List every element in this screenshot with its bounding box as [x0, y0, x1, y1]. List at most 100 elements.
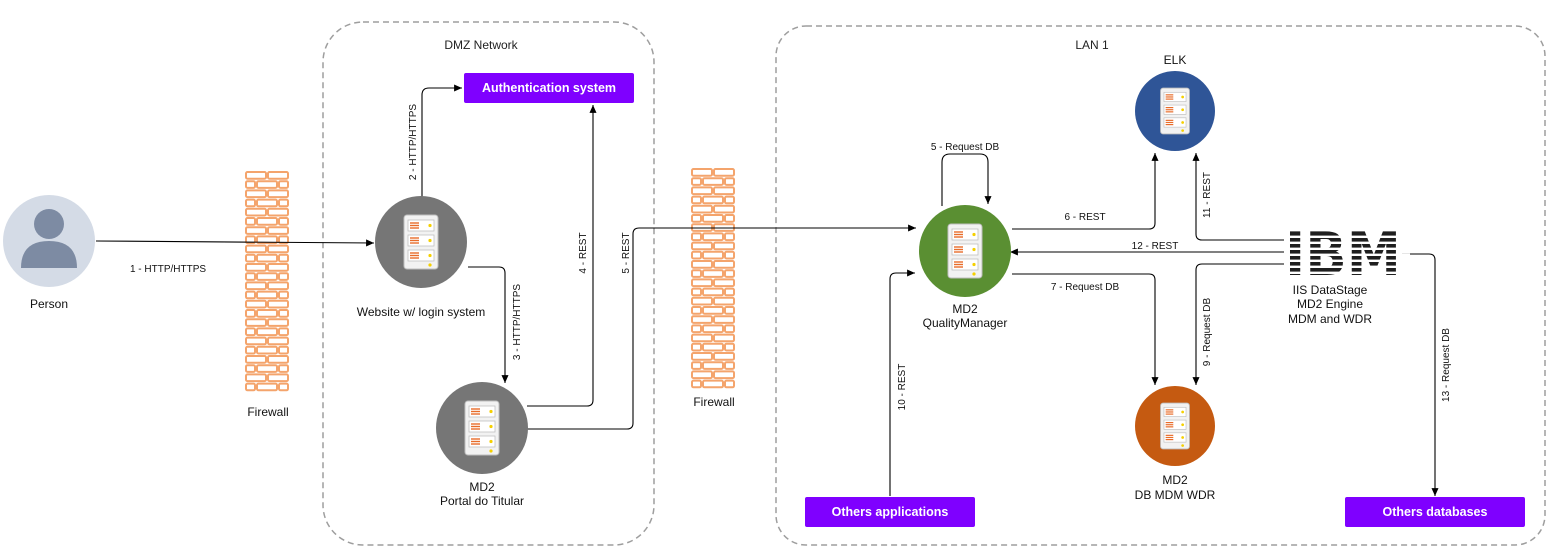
others-databases-box[interactable]: Others databases [1345, 497, 1525, 527]
firewall-brick [245, 309, 256, 318]
ibm-label-line1: IIS DataStage [1293, 283, 1368, 297]
edge-10-label: 10 - REST [897, 364, 908, 411]
firewall-brick [724, 379, 735, 389]
auth-system-box[interactable]: Authentication system [464, 73, 634, 103]
firewall-right-label: Firewall [693, 395, 734, 409]
firewall-brick [245, 345, 256, 355]
person-node[interactable] [3, 195, 95, 287]
firewall-brick [691, 241, 713, 251]
portal-node[interactable] [436, 382, 528, 474]
edge-3 [468, 266, 509, 383]
ibm-logo-stripe [1280, 241, 1410, 244]
website-node[interactable] [375, 196, 467, 288]
firewall-brick [702, 287, 724, 297]
portal-label-line1: MD2 [469, 480, 495, 494]
firewall-brick [245, 235, 256, 245]
firewall-brick [245, 253, 256, 263]
firewall-left-label: Firewall [247, 405, 288, 419]
firewall-brick [724, 195, 735, 205]
firewall-brick [278, 290, 289, 300]
qualitymanager-node[interactable] [919, 205, 1011, 297]
firewall-brick [267, 171, 289, 180]
firewall-brick [278, 327, 289, 337]
lan-zone-label: LAN 1 [1075, 38, 1109, 52]
firewall-left-icon [245, 171, 289, 392]
firewall-brick [267, 299, 289, 309]
elk-node[interactable] [1135, 71, 1215, 151]
firewall-right-icon [691, 168, 735, 389]
edge-4-label: 4 - REST [578, 232, 589, 273]
firewall-brick [267, 281, 289, 291]
others-applications-box[interactable]: Others applications [805, 497, 975, 527]
firewall-brick [724, 177, 735, 186]
firewall-brick [691, 361, 702, 370]
firewall-brick [702, 250, 724, 260]
firewall-brick [713, 315, 735, 324]
edge-3-label: 3 - HTTP/HTTPS [512, 284, 523, 360]
firewall-brick [278, 198, 289, 208]
edge-11 [1192, 153, 1284, 241]
ibm-logo-stripe [1280, 271, 1410, 274]
firewall-brick [691, 250, 702, 260]
edge-5b [941, 153, 992, 206]
firewall-brick [278, 253, 289, 263]
db-node[interactable] [1135, 386, 1215, 466]
firewall-brick [691, 333, 713, 343]
ibm-logo-stripe [1280, 259, 1410, 262]
firewall-brick [278, 364, 289, 373]
firewall-brick [256, 309, 278, 318]
firewall-brick [702, 324, 724, 334]
firewall-brick [267, 207, 289, 217]
firewall-brick [691, 195, 702, 205]
db-server-icon [1159, 402, 1191, 450]
ibm-node[interactable]: IBM [1280, 220, 1410, 290]
ibm-logo-stripe [1280, 277, 1410, 280]
edge-6-label: 6 - REST [1064, 212, 1105, 223]
firewall-brick [713, 168, 735, 177]
firewall-brick [691, 379, 702, 389]
firewall-brick [691, 177, 702, 186]
edge-2-label: 2 - HTTP/HTTPS [408, 104, 419, 180]
firewall-brick [245, 318, 267, 327]
edge-10 [889, 269, 915, 496]
firewall-brick [245, 355, 267, 364]
firewall-brick [691, 342, 702, 352]
firewall-brick [245, 189, 267, 199]
dmz-zone [322, 21, 655, 546]
firewall-brick [724, 324, 735, 334]
firewall-brick [256, 327, 278, 337]
firewall-brick [256, 235, 278, 245]
firewall-brick [267, 318, 289, 327]
elk-label: ELK [1164, 53, 1187, 67]
edge-5a [527, 224, 916, 430]
portal-server-icon [464, 400, 500, 456]
firewall-brick [713, 278, 735, 288]
firewall-brick [245, 226, 267, 235]
ibm-label-line2: MD2 Engine [1297, 297, 1363, 311]
firewall-brick [256, 364, 278, 373]
firewall-brick [702, 306, 724, 315]
firewall-brick [256, 180, 278, 189]
firewall-brick [267, 263, 289, 272]
db-label-line2: DB MDM WDR [1135, 488, 1216, 502]
ibm-logo-stripe [1280, 253, 1410, 256]
firewall-brick [278, 180, 289, 189]
db-label-line1: MD2 [1162, 473, 1188, 487]
firewall-brick [245, 263, 267, 272]
others-applications-label: Others applications [832, 505, 949, 519]
firewall-brick [245, 299, 267, 309]
firewall-brick [713, 370, 735, 380]
firewall-brick [245, 364, 256, 373]
firewall-brick [691, 352, 713, 361]
firewall-brick [691, 287, 702, 297]
firewall-brick [691, 296, 713, 306]
edge-1 [95, 239, 375, 247]
firewall-brick [691, 232, 702, 242]
firewall-brick [713, 296, 735, 306]
firewall-brick [702, 379, 724, 389]
qualitymanager-label-line1: MD2 [952, 302, 978, 316]
firewall-brick [724, 214, 735, 223]
edge-5b-label: 5 - Request DB [931, 142, 1000, 153]
firewall-brick [256, 382, 278, 392]
